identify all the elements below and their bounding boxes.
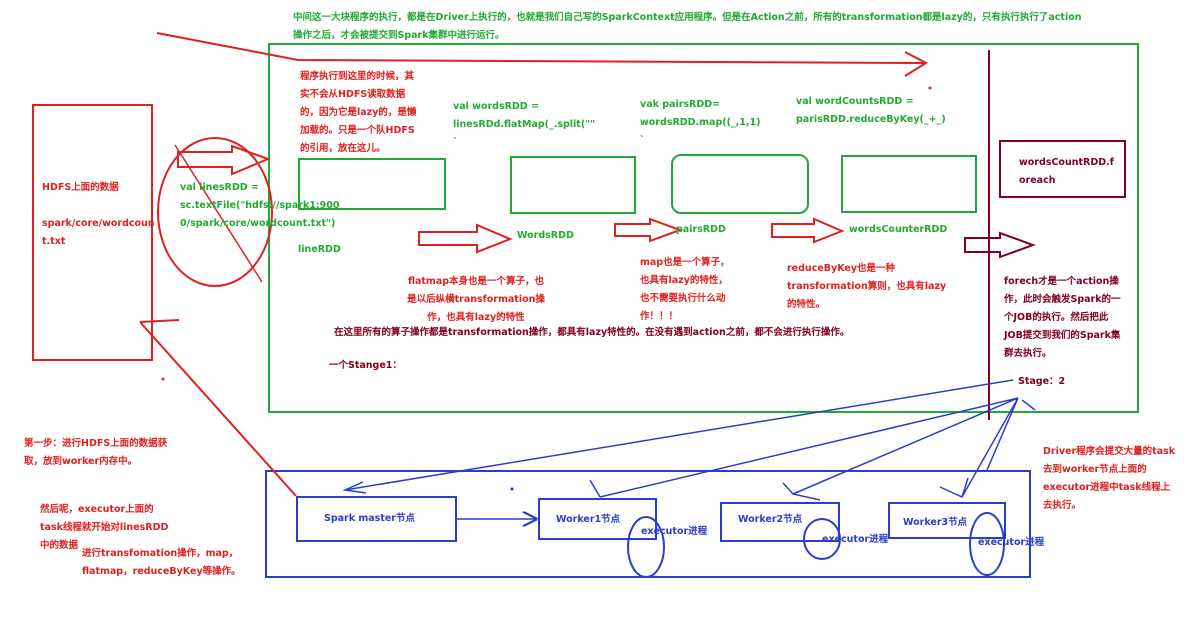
words-rdd-code: val wordsRDD = linesRDd.flatMap(_.split(… (453, 101, 596, 148)
arrow-to-words-rdd (418, 223, 513, 254)
executor1-label: executor进程 (641, 526, 708, 537)
words-rdd-box (510, 156, 636, 214)
counter-rdd-label: wordsCounterRDD (849, 224, 948, 235)
worker1-label: Worker1节点 (556, 514, 621, 525)
executor2-oval (803, 518, 841, 560)
executor-note-2: 进行transfomation操作，map， flatmap，reduceByK… (82, 548, 241, 577)
foreach-label: wordsCountRDD.f oreach (1019, 157, 1114, 186)
arrow-to-foreach (964, 231, 1036, 259)
worker3-label: Worker3节点 (903, 517, 968, 528)
driver-frame (268, 43, 1139, 413)
foreach-action-note: forech才是一个action操 作，此时会触发Spark的一 个JOB的执行… (1004, 276, 1121, 359)
arrow-to-counter-rdd (771, 217, 845, 244)
lines-rdd-box (298, 158, 446, 210)
lazy-load-note: 程序执行到这里的时候，其 实不会从HDFS读取数据 的，因为它是lazy的，是懒… (300, 71, 417, 154)
pairs-rdd-box (671, 154, 809, 214)
spark-master-label: Spark master节点 (324, 513, 415, 524)
worker2-label: Worker2节点 (738, 514, 803, 525)
lines-rdd-code: val linesRDD = sc.textFile("hdfs://spark… (180, 182, 340, 229)
words-rdd-label: WordsRDD (517, 230, 574, 241)
map-note: map也是一个算子， 也具有lazy的特性， 也不需要执行什么动 作！！！ (640, 257, 730, 322)
executor3-oval (969, 512, 1005, 576)
line-rdd-label: lineRDD (298, 244, 341, 255)
hdfs-data-box (32, 104, 153, 361)
stage1-label: 一个Stange1： (329, 360, 402, 371)
counts-rdd-box (841, 155, 977, 213)
spark-master-box (296, 496, 457, 542)
executor3-label: executor进程 (978, 537, 1045, 548)
executor-note-1: 然后呢，executor上面的 task线程就开始对linesRDD 中的数据 (40, 504, 169, 551)
arrow-master-to-hdfs (139, 321, 297, 497)
driver-note: 中间这一大块程序的执行，都是在Driver上执行的，也就是我们自己写的Spark… (293, 12, 1082, 41)
top-red-arrow (156, 32, 926, 64)
lines-rdd-circle (157, 137, 273, 287)
arrow-to-lines-rdd (177, 144, 271, 176)
pairs-rdd-label: pairsRDD (676, 224, 726, 235)
stage2-label: Stage：2 (1018, 376, 1066, 387)
executor2-label: executor进程 (822, 534, 889, 545)
pairs-rdd-code: vak pairsRDD= wordsRDD.map((_,1,1) ` (640, 99, 761, 146)
step1-note: 第一步：进行HDFS上面的数据获 取，放到worker内存中。 (24, 438, 168, 467)
reduce-note: reduceByKey也是一种 transformation算则，也具有lazy… (787, 263, 947, 310)
executor1-oval (627, 516, 665, 578)
foreach-box (999, 140, 1126, 198)
worker2-box (720, 502, 840, 542)
flatmap-note: flatmap本身也是一个算子，也 是以后纵横transformation操 作… (407, 276, 545, 323)
counts-rdd-code: val wordCountsRDD = parisRDD.reduceByKey… (796, 96, 946, 125)
arrow-to-pairs-rdd (614, 217, 683, 243)
transform-lazy-note: 在这里所有的算子操作都是transformation操作，都具有lazy特性的。… (334, 327, 850, 338)
worker3-box (888, 502, 1006, 539)
worker1-box (538, 498, 657, 540)
hdfs-data-label: HDFS上面的数据 spark/core/wordcoun t.txt (42, 182, 155, 247)
driver-task-note: Driver程序会提交大量的task 去到worker节点上面的 executo… (1043, 446, 1176, 511)
